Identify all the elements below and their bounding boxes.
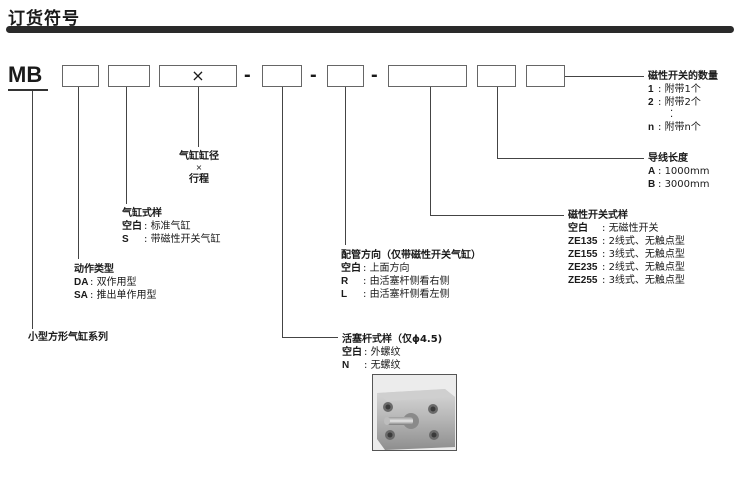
switch-type-heading: 磁性开关式样 xyxy=(568,210,628,221)
switch-count-item-2: 2: 附带2个 xyxy=(648,97,701,108)
action-type-item: SA: 推出单作用型 xyxy=(74,290,157,301)
cylinder-spec-item: 空白: 标准气缸 xyxy=(122,221,191,232)
lead-length-item-a: A: 1000mm xyxy=(648,166,710,177)
code-box-rod-thread xyxy=(262,65,302,87)
dash-1: - xyxy=(244,64,251,86)
ellipsis-dot-1: · xyxy=(670,106,674,117)
bore-times: × xyxy=(195,163,203,172)
dash-3: - xyxy=(371,64,378,86)
dash-2: - xyxy=(310,64,317,86)
lead-length-heading: 导线长度 xyxy=(648,153,688,164)
switch-count-item-n: n: 附带n个 xyxy=(648,122,701,133)
piping-item: R: 由活塞杆侧看右侧 xyxy=(341,276,450,287)
action-type-item: DA: 双作用型 xyxy=(74,277,137,288)
cylinder-rod-photo xyxy=(372,374,457,451)
code-prefix-underline xyxy=(8,89,48,91)
times-symbol: × xyxy=(191,66,205,85)
code-box-bore-stroke: × xyxy=(159,65,237,87)
code-box-cylinder-spec xyxy=(108,65,150,87)
leader-rod-thread-h xyxy=(282,337,338,338)
cylinder-spec-item: S: 带磁性开关气缸 xyxy=(122,234,221,245)
cylinder-spec-heading: 气缸式样 xyxy=(122,208,162,219)
cylinder-spec-block: 气缸式样 空白: 标准气缸 S: 带磁性开关气缸 xyxy=(122,207,221,246)
bore-stroke-block: 气缸缸径 × 行程 xyxy=(176,150,222,186)
series-heading: 小型方形气缸系列 xyxy=(28,332,108,343)
piping-item: L: 由活塞杆侧看左侧 xyxy=(341,289,450,300)
action-type-heading: 动作类型 xyxy=(74,264,114,275)
page-title: 订货符号 xyxy=(8,9,80,29)
leader-cylinder-spec xyxy=(126,87,127,204)
switch-type-item: ZE135: 2线式、无触点型 xyxy=(568,236,685,247)
code-box-switch-type xyxy=(388,65,467,87)
leader-lead-length-h xyxy=(497,158,644,159)
switch-count-heading: 磁性开关的数量 xyxy=(648,71,718,82)
switch-type-block: 磁性开关式样 空白: 无磁性开关 ZE135: 2线式、无触点型 ZE155: … xyxy=(568,209,685,287)
leader-piping xyxy=(345,87,346,245)
rod-thread-item: 空白: 外螺纹 xyxy=(342,347,401,358)
leader-lead-length-v xyxy=(497,87,498,158)
leader-switch-type-v xyxy=(430,87,431,215)
code-box-action-type xyxy=(62,65,99,87)
switch-type-item: ZE255: 3线式、无触点型 xyxy=(568,275,685,286)
leader-action-type xyxy=(78,87,79,259)
code-box-piping xyxy=(327,65,364,87)
bore-label: 气缸缸径 xyxy=(179,151,219,162)
lead-length-block: 导线长度 A: 1000mm B: 3000mm xyxy=(648,152,710,191)
action-type-block: 动作类型 DA: 双作用型 SA: 推出单作用型 xyxy=(74,263,157,302)
code-prefix: MB xyxy=(8,62,43,87)
title-rule xyxy=(6,26,734,33)
leader-series xyxy=(32,91,33,329)
rod-thread-heading: 活塞杆式样（仅ϕ4.5) xyxy=(342,334,443,345)
piping-heading: 配管方向（仅带磁性开关气缸） xyxy=(341,250,481,261)
piping-item: 空白: 上面方向 xyxy=(341,263,410,274)
switch-type-item: ZE235: 2线式、无触点型 xyxy=(568,262,685,273)
rod-thread-block: 活塞杆式样（仅ϕ4.5) 空白: 外螺纹 N: 无螺纹 xyxy=(342,333,442,372)
stroke-label: 行程 xyxy=(189,174,209,185)
rod-thread-item: N: 无螺纹 xyxy=(342,360,401,371)
leader-bore-stroke xyxy=(198,87,199,147)
switch-type-item: 空白: 无磁性开关 xyxy=(568,223,659,234)
switch-type-item: ZE155: 3线式、无触点型 xyxy=(568,249,685,260)
switch-count-item-1: 1: 附带1个 xyxy=(648,84,701,95)
code-box-lead-length xyxy=(477,65,516,87)
code-box-switch-count xyxy=(526,65,565,87)
cylinder-rod-illustration xyxy=(373,375,456,450)
ellipsis-dot-2: · xyxy=(670,112,674,123)
switch-count-block: 磁性开关的数量 1: 附带1个 2: 附带2个 · · n: 附带n个 xyxy=(648,70,718,134)
leader-switch-type-h xyxy=(430,215,564,216)
leader-rod-thread-v xyxy=(282,87,283,337)
piping-block: 配管方向（仅带磁性开关气缸） 空白: 上面方向 R: 由活塞杆侧看右侧 L: 由… xyxy=(341,249,481,301)
leader-switch-count xyxy=(565,76,644,77)
lead-length-item-b: B: 3000mm xyxy=(648,179,710,190)
